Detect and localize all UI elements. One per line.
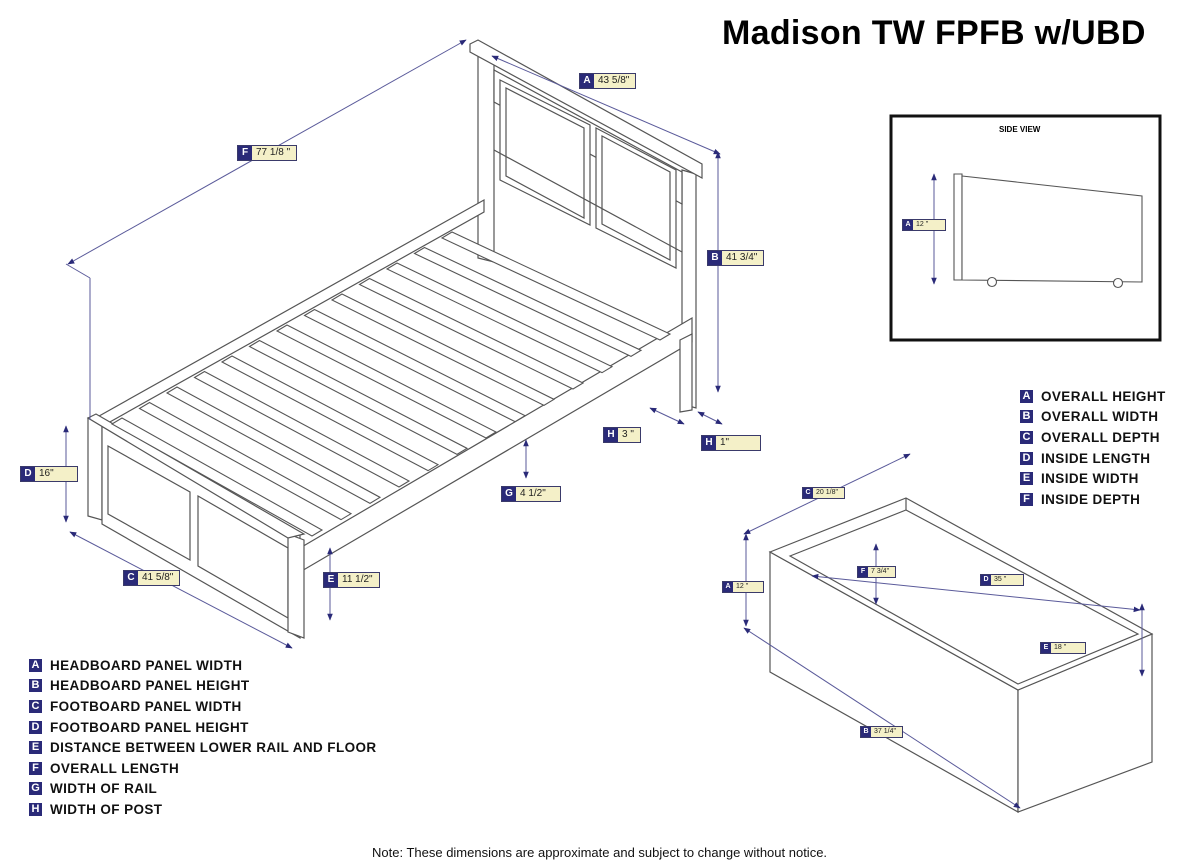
legend-row: A OVERALL HEIGHT	[1020, 386, 1166, 407]
legend-letter-badge: F	[29, 761, 42, 775]
legend-row: B OVERALL WIDTH	[1020, 407, 1166, 428]
footboard-left-post	[87, 417, 103, 521]
legend-text: FOOTBOARD PANEL WIDTH	[50, 698, 242, 714]
footboard-panel	[101, 420, 301, 640]
bed-slat	[413, 246, 643, 357]
legend-text: INSIDE WIDTH	[1041, 471, 1139, 487]
legend-text: OVERALL HEIGHT	[1041, 388, 1166, 404]
dim-line-h1	[649, 407, 685, 425]
legend-text: WIDTH OF POST	[50, 801, 163, 817]
legend-letter-badge: F	[1020, 492, 1033, 506]
legend-text: INSIDE LENGTH	[1041, 450, 1151, 466]
bed-slat	[193, 370, 411, 488]
bed-slat	[110, 417, 324, 537]
drawer	[768, 497, 1154, 814]
bed-slat	[248, 339, 469, 455]
legend-text: OVERALL LENGTH	[50, 760, 180, 776]
legend-row: C OVERALL DEPTH	[1020, 427, 1166, 448]
bed-slat	[303, 308, 527, 423]
legend-letter-badge: D	[1020, 451, 1033, 465]
legend-letter-badge: A	[1020, 389, 1033, 403]
legend-row: C FOOTBOARD PANEL WIDTH	[29, 696, 377, 717]
legend-text: OVERALL DEPTH	[1041, 429, 1160, 445]
legend-text: OVERALL WIDTH	[1041, 409, 1159, 425]
headboard-left-post	[477, 51, 495, 263]
right-side-rail	[299, 316, 693, 574]
page-title: Madison TW FPFB w/UBD	[722, 14, 1146, 52]
legend-letter-badge: E	[29, 741, 42, 755]
bed-slat	[330, 293, 556, 406]
legend-letter-badge: E	[1020, 472, 1033, 486]
bed-slat	[358, 277, 585, 390]
bed-slats	[110, 231, 672, 537]
legend-letter-badge: C	[1020, 430, 1033, 444]
headboard-panel-right	[595, 127, 677, 269]
legend-letter-badge: C	[29, 699, 42, 713]
legend-row: D FOOTBOARD PANEL HEIGHT	[29, 717, 377, 738]
bed-slat	[220, 355, 440, 472]
legend-row: F OVERALL LENGTH	[29, 758, 377, 779]
bed-slat	[275, 324, 498, 439]
legend-row: H WIDTH OF POST	[29, 799, 377, 820]
legend-letter-badge: A	[29, 658, 42, 672]
drawer-legend: A OVERALL HEIGHT B OVERALL WIDTH C OVERALL DE…	[1020, 386, 1166, 510]
legend-text: DISTANCE BETWEEN LOWER RAIL AND FLOOR	[50, 740, 377, 756]
legend-row: B HEADBOARD PANEL HEIGHT	[29, 676, 377, 697]
legend-row: E DISTANCE BETWEEN LOWER RAIL AND FLOOR	[29, 737, 377, 758]
legend-row: A HEADBOARD PANEL WIDTH	[29, 655, 377, 676]
legend-row: E INSIDE WIDTH	[1020, 468, 1166, 489]
bed-slat	[138, 401, 353, 521]
bed-slat	[165, 386, 382, 504]
dim-line-h2	[697, 411, 723, 425]
legend-letter-badge: D	[29, 720, 42, 734]
bed-slat	[385, 262, 614, 374]
legend-text: HEADBOARD PANEL WIDTH	[50, 657, 243, 673]
bed-legend: A HEADBOARD PANEL WIDTH B HEADBOARD PANEL H…	[29, 655, 377, 820]
legend-row: G WIDTH OF RAIL	[29, 779, 377, 800]
dim-line-c	[69, 531, 293, 649]
legend-text: HEADBOARD PANEL HEIGHT	[50, 678, 250, 694]
dim-line-a	[491, 55, 721, 155]
disclaimer-note: Note: These dimensions are approximate a…	[372, 845, 828, 860]
legend-text: WIDTH OF RAIL	[50, 781, 158, 797]
footboard-right-post	[287, 533, 305, 639]
legend-letter-badge: H	[29, 802, 42, 816]
legend-letter-badge: G	[29, 782, 42, 796]
legend-row: D INSIDE LENGTH	[1020, 448, 1166, 469]
dim-line-drawer-d	[811, 573, 1141, 613]
legend-text: FOOTBOARD PANEL HEIGHT	[50, 719, 249, 735]
legend-row: F INSIDE DEPTH	[1020, 489, 1166, 510]
legend-text: INSIDE DEPTH	[1041, 491, 1141, 507]
dim-line-drawer-b	[743, 627, 1021, 809]
legend-letter-badge: B	[29, 679, 42, 693]
side-view-drawer	[953, 173, 1143, 289]
side-view-label: SIDE VIEW	[999, 125, 1041, 134]
legend-letter-badge: B	[1020, 410, 1033, 424]
